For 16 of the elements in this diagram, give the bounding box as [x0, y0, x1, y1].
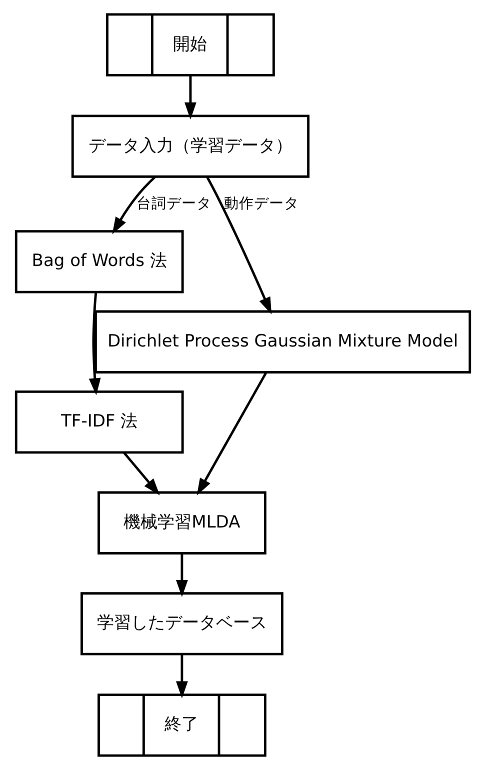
arrow [122, 452, 160, 495]
arrow [112, 176, 156, 234]
arrow [175, 654, 188, 698]
arrow [88, 292, 100, 395]
node-box: Bag of Words 法 [14, 230, 184, 293]
node-box: TF-IDF 法 [14, 390, 184, 454]
edge-label: 台詞データ [136, 194, 212, 212]
arrow [184, 74, 196, 119]
node-box: 機械学習MLDA [97, 490, 266, 554]
node-box: データ入力（学習データ） [70, 114, 310, 178]
arrow [206, 176, 272, 314]
edge-label: 動作データ [224, 194, 299, 212]
arrow [175, 553, 188, 597]
arrow [196, 371, 267, 495]
node-box: Dirichlet Process Gaussian Mixture Model [94, 310, 471, 373]
node-box: 学習したデータベース [80, 592, 283, 655]
